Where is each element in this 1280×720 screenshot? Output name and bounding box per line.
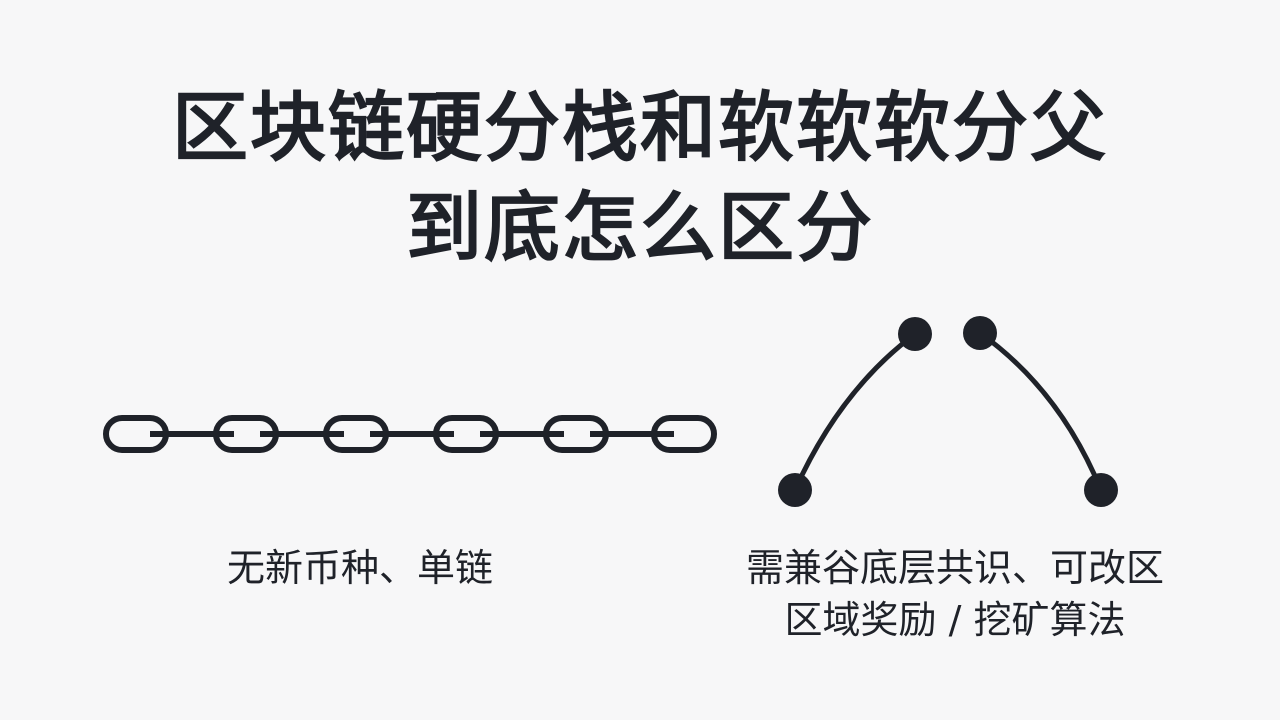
- fork-branch-right: [977, 330, 1104, 493]
- fork-node: [778, 473, 812, 507]
- title-line-1: 区块链硬分栈和软软软分父: [172, 83, 1108, 172]
- title-line-2: 到底怎么区分: [406, 183, 874, 272]
- fork-node: [963, 316, 997, 350]
- chain-link: [213, 415, 279, 453]
- chain-link: [323, 415, 389, 453]
- fork-node: [1084, 473, 1118, 507]
- chain-link: [651, 415, 717, 453]
- chain-link: [433, 415, 499, 453]
- fork-caption-line-1: 需兼谷底层共识、可改区: [745, 546, 1164, 590]
- chain-caption-text: 无新币种、单链: [226, 546, 493, 590]
- chain-caption: 无新币种、单链: [150, 542, 570, 594]
- chain-link: [103, 415, 169, 453]
- chain-icon: [103, 415, 717, 453]
- fork-caption-line-2: 区域奖励 / 挖矿算法: [784, 598, 1126, 642]
- fork-branch-left: [792, 331, 918, 493]
- page-title: 区块链硬分栈和软软软分父 到底怎么区分: [0, 78, 1280, 278]
- chain-link: [543, 415, 609, 453]
- fork-caption: 需兼谷底层共识、可改区 区域奖励 / 挖矿算法: [700, 542, 1210, 646]
- fork-node: [898, 317, 932, 351]
- fork-icon: [778, 316, 1118, 507]
